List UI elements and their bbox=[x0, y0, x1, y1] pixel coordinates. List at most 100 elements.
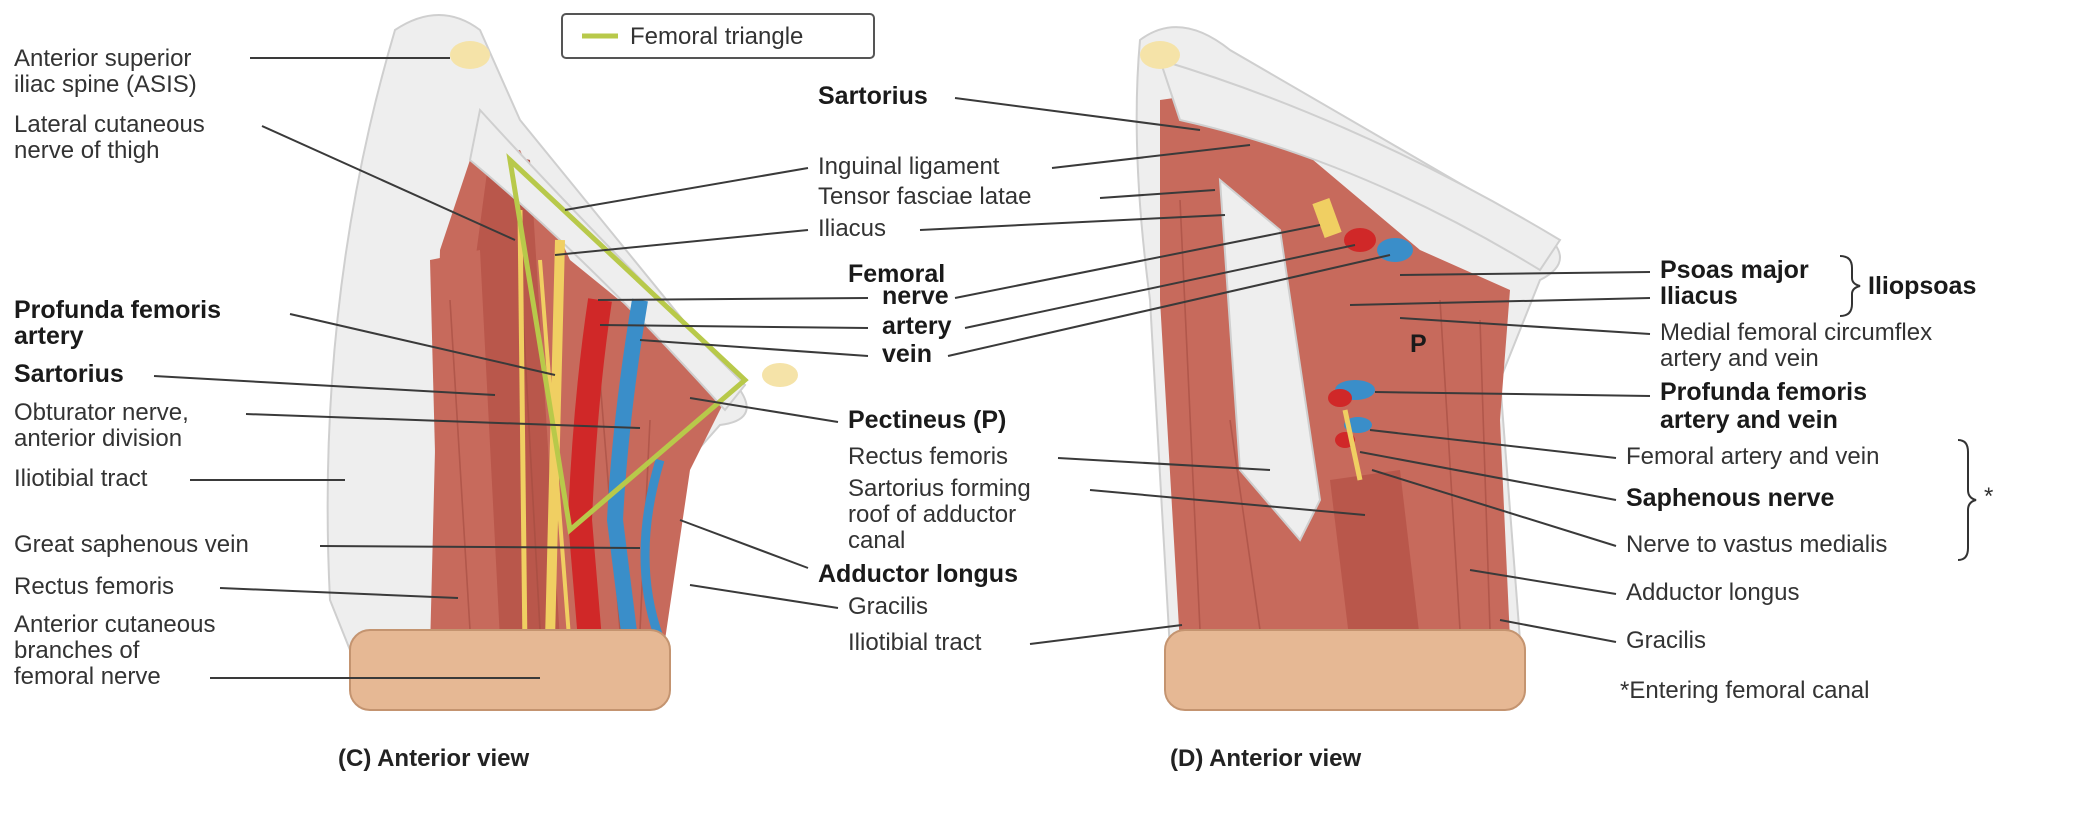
panel-c-pubic-bone bbox=[762, 363, 798, 387]
leader-femoral-artery-vein bbox=[1369, 429, 1617, 459]
label-rectus-mid: Rectus femoris bbox=[848, 443, 1008, 470]
canal-brace bbox=[1957, 439, 1977, 561]
label-rectus-left: Rectus femoris bbox=[14, 573, 174, 600]
panel-c-great-saphenous-vein bbox=[640, 458, 665, 642]
label-iliacus-mid: Iliacus bbox=[818, 215, 886, 242]
panel-c-cutaneous-nerve bbox=[538, 259, 572, 651]
label-tfl: Tensor fasciae latae bbox=[818, 183, 1031, 210]
label-asterisk: * bbox=[1984, 483, 1993, 510]
leader-rectus-mid bbox=[1057, 457, 1271, 471]
label-iliotibial-mid: Iliotibial tract bbox=[848, 629, 982, 656]
leader-vein-right bbox=[947, 254, 1391, 357]
panel-d-rectus-fascia bbox=[1218, 177, 1322, 542]
label-mfc-line2: artery and vein bbox=[1660, 345, 1819, 372]
leader-tfl bbox=[1099, 189, 1216, 199]
label-asis-line1: Anterior superior bbox=[14, 45, 191, 72]
label-anterior-cutaneous-line3: femoral nerve bbox=[14, 663, 161, 690]
panel-d-femoral-artery bbox=[1344, 228, 1376, 252]
label-sfr-line2: roof of adductor bbox=[848, 501, 1016, 528]
femoral-triangle-outline bbox=[506, 153, 749, 535]
label-vein: vein bbox=[882, 340, 932, 368]
panel-c-cutaneous-nerve bbox=[517, 209, 528, 651]
label-iliopsoas: Iliopsoas bbox=[1868, 272, 1976, 300]
panel-d-illustration: P bbox=[1135, 26, 1562, 711]
label-mfc-line1: Medial femoral circumflex bbox=[1660, 319, 1932, 346]
label-artery: artery bbox=[882, 312, 952, 340]
panel-c-skin-cuff bbox=[349, 629, 671, 711]
label-pfav-line2: artery and vein bbox=[1660, 406, 1838, 434]
legend-label: Femoral triangle bbox=[630, 23, 803, 50]
label-asis-line2: iliac spine (ASIS) bbox=[14, 71, 197, 98]
label-lcn-line2: nerve of thigh bbox=[14, 137, 159, 164]
label-sartorius-mid: Sartorius bbox=[818, 82, 928, 110]
leader-inguinal-right bbox=[1051, 144, 1251, 169]
leader-saphenous-nerve bbox=[1359, 451, 1617, 501]
leader-adductor-longus-mid bbox=[679, 519, 809, 569]
leader-iliacus-right bbox=[919, 214, 1226, 231]
panel-c-fiber bbox=[449, 299, 471, 631]
leader-profunda bbox=[289, 313, 556, 376]
panel-d-saphenous-nerve bbox=[1342, 409, 1363, 481]
middle-labels: Sartorius Inguinal ligament Tensor fasci… bbox=[554, 82, 1391, 656]
leader-inguinal-left bbox=[564, 167, 809, 211]
panel-c-illustration bbox=[326, 14, 798, 711]
leader-sfr bbox=[1089, 489, 1366, 516]
footnote-femoral-canal: *Entering femoral canal bbox=[1620, 677, 1869, 704]
label-iliacus-right: Iliacus bbox=[1660, 282, 1738, 310]
leader-iliacus-left bbox=[554, 229, 809, 256]
panel-d-labels: Psoas major Iliacus Iliopsoas Medial fem… bbox=[1170, 255, 1993, 772]
panel-c-caption: (C) Anterior view bbox=[338, 745, 529, 772]
label-femoral: Femoral bbox=[848, 260, 945, 288]
label-sfr-line3: canal bbox=[848, 527, 905, 554]
label-adductor-longus-right: Adductor longus bbox=[1626, 579, 1799, 606]
label-anterior-cutaneous-line1: Anterior cutaneous bbox=[14, 611, 215, 638]
leader-nerve-left bbox=[597, 297, 869, 301]
label-femoral-artery-vein: Femoral artery and vein bbox=[1626, 443, 1879, 470]
leader-gracilis-mid bbox=[689, 584, 839, 609]
label-saphenous-nerve: Saphenous nerve bbox=[1626, 484, 1834, 512]
leader-mfc bbox=[1399, 317, 1651, 335]
legend-box bbox=[561, 13, 875, 59]
panel-d-inguinal-ligament bbox=[1158, 58, 1562, 272]
label-gracilis-right: Gracilis bbox=[1626, 627, 1706, 654]
leader-pectineus bbox=[689, 397, 839, 423]
label-anterior-cutaneous-line2: branches of bbox=[14, 637, 140, 664]
label-nerve: nerve bbox=[882, 282, 949, 310]
iliopsoas-brace bbox=[1839, 255, 1861, 317]
panel-d-fiber bbox=[1229, 419, 1261, 631]
leader-great-saphenous bbox=[319, 545, 641, 549]
leader-gracilis-right bbox=[1499, 619, 1617, 643]
legend: Femoral triangle bbox=[561, 13, 875, 59]
panel-d-profunda-artery bbox=[1328, 389, 1352, 407]
leader-artery-left bbox=[599, 324, 869, 329]
label-iliotibial-left: Iliotibial tract bbox=[14, 465, 148, 492]
label-profunda-line2: artery bbox=[14, 322, 84, 350]
label-obturator-line1: Obturator nerve, bbox=[14, 399, 189, 426]
panel-d-skin-cuff bbox=[1164, 629, 1526, 711]
panel-c-labels: Anterior superior iliac spine (ASIS) Lat… bbox=[14, 45, 641, 772]
label-sartorius-left: Sartorius bbox=[14, 360, 124, 388]
leader-adductor-longus-right bbox=[1469, 569, 1617, 595]
panel-d-asis-bone bbox=[1140, 41, 1180, 69]
label-psoas-major: Psoas major bbox=[1660, 256, 1809, 284]
label-lcn-line1: Lateral cutaneous bbox=[14, 111, 205, 138]
pectineus-marker-p: P bbox=[1410, 330, 1427, 358]
label-nerve-vastus-medialis: Nerve to vastus medialis bbox=[1626, 531, 1887, 558]
leader-nerve-vastus-medialis bbox=[1371, 469, 1617, 547]
panel-d-femoral-nerve bbox=[1312, 198, 1342, 238]
leader-sartorius-mid bbox=[954, 97, 1201, 131]
panel-d-femoral-vein bbox=[1377, 238, 1413, 262]
panel-c-asis-bone bbox=[450, 41, 490, 69]
leader-pfav bbox=[1374, 391, 1651, 397]
leader-iliacus-right bbox=[1349, 297, 1651, 306]
leader-artery-right bbox=[964, 244, 1356, 329]
label-adductor-longus-mid: Adductor longus bbox=[818, 560, 1018, 588]
leader-psoas-major bbox=[1399, 271, 1651, 276]
panel-d-fiber bbox=[1439, 299, 1461, 631]
panel-c-femoral-vein bbox=[606, 298, 648, 641]
leader-sartorius-left bbox=[153, 375, 496, 396]
label-gracilis-mid: Gracilis bbox=[848, 593, 928, 620]
label-pfav-line1: Profunda femoris bbox=[1660, 378, 1867, 406]
leader-rectus-left bbox=[219, 587, 459, 599]
